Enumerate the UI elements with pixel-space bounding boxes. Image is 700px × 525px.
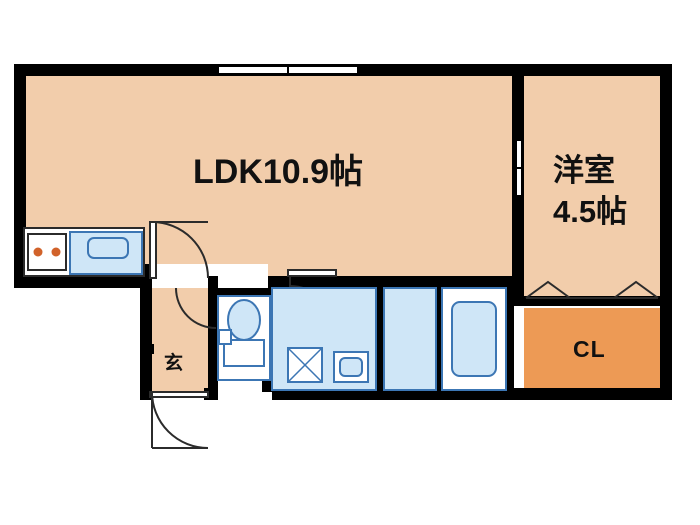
closet-doors bbox=[525, 280, 659, 299]
toilet-door bbox=[175, 287, 217, 329]
toilet-fixture bbox=[217, 295, 271, 381]
kitchen-counter bbox=[23, 227, 145, 277]
western-room-window bbox=[515, 139, 523, 197]
closet-label: CL bbox=[573, 336, 606, 362]
ldk-room-label: LDK10.9帖 bbox=[193, 153, 364, 191]
washroom-area bbox=[271, 287, 377, 391]
ldk-floor-area bbox=[24, 74, 512, 288]
western-room-label-line1: 洋室 bbox=[553, 153, 615, 188]
bathroom-area bbox=[441, 287, 507, 391]
entrance-label: 玄 bbox=[164, 353, 184, 374]
washing-machine-space bbox=[383, 287, 437, 391]
balcony-window bbox=[217, 65, 359, 75]
entrance-door bbox=[149, 391, 209, 449]
western-room-floor-area bbox=[524, 74, 672, 296]
western-room-label-line2: 4.5帖 bbox=[553, 194, 628, 229]
exterior-walls bbox=[14, 64, 672, 400]
entrance-hall-floor-area bbox=[140, 288, 216, 392]
closet-floor-area bbox=[524, 308, 672, 388]
ldk-hall-door bbox=[149, 221, 209, 279]
